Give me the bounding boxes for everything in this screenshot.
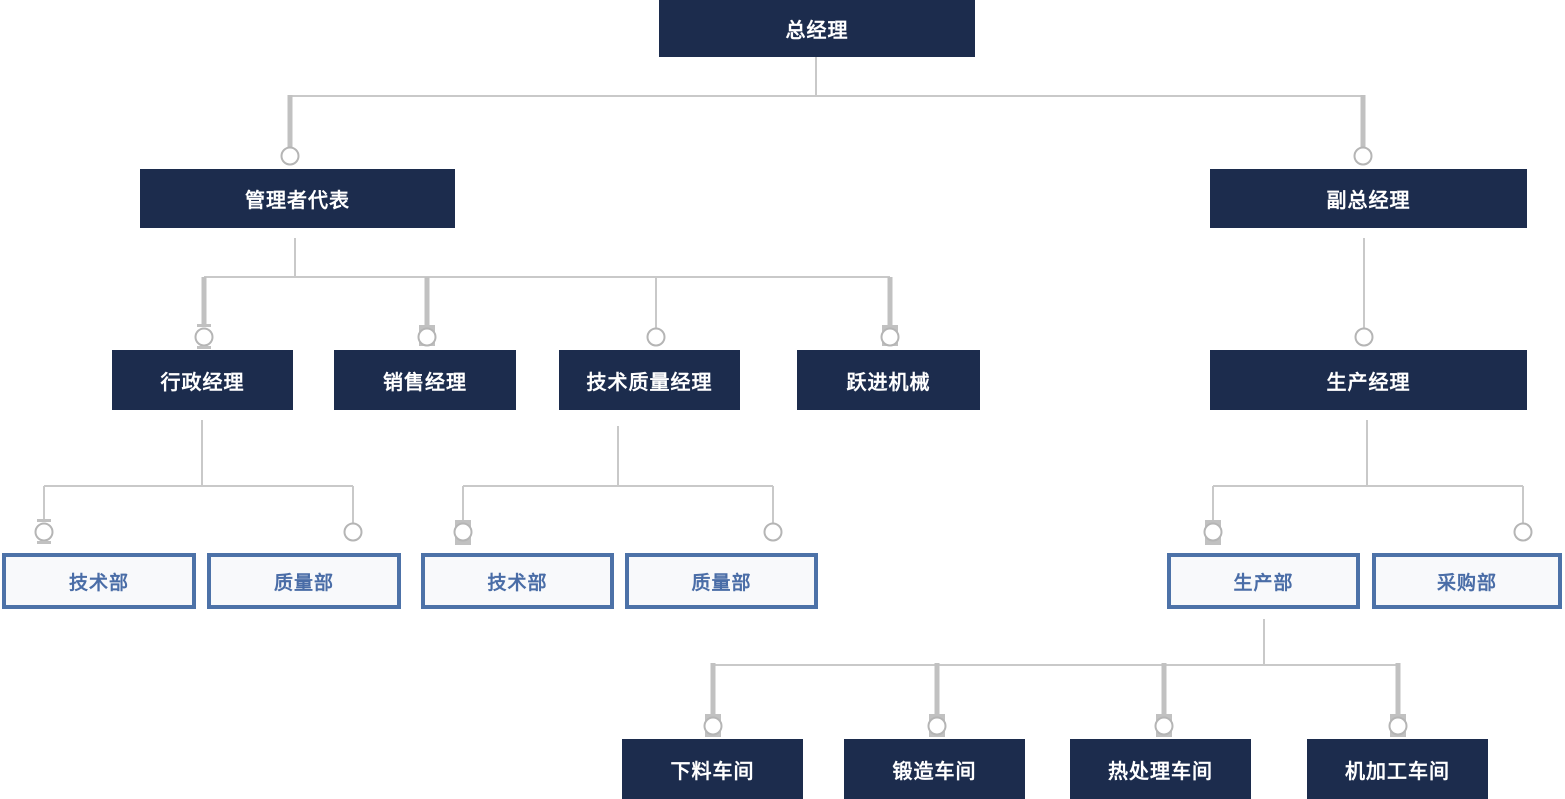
org-node-management-rep[interactable]: 管理者代表 [140,169,455,228]
org-node-quality-dept-admin-label: 质量部 [273,572,334,594]
connector-ceo-to-level2 [280,57,1373,166]
org-node-production-manager[interactable]: 生产经理 [1210,350,1527,410]
connector-tech-quality-manager-to-departments [453,426,783,545]
org-node-machining-workshop-label: 机加工车间 [1345,760,1450,783]
org-node-purchasing-dept[interactable]: 采购部 [1372,553,1562,609]
org-node-tech-dept-admin-label: 技术部 [68,572,129,594]
org-node-tech-quality-manager-label: 技术质量经理 [586,371,713,394]
org-node-deputy-gm[interactable]: 副总经理 [1210,169,1527,228]
org-node-tech-dept-tq-label: 技术部 [487,572,548,594]
org-node-management-rep-label: 管理者代表 [245,190,350,212]
org-node-tech-quality-manager[interactable]: 技术质量经理 [559,350,740,410]
connector-management-rep-to-children [194,238,900,349]
org-node-tech-dept-tq[interactable]: 技术部 [421,553,614,609]
org-node-cutting-workshop-label: 下料车间 [670,760,755,783]
connector-production-manager-to-departments [1203,420,1533,545]
org-node-sales-manager-label: 销售经理 [383,371,467,394]
org-node-ceo-label: 总经理 [785,20,849,42]
org-node-yuejin-machinery[interactable]: 跃进机械 [797,350,980,410]
org-node-production-manager-label: 生产经理 [1326,371,1411,394]
connector-production-dept-to-workshops [703,619,1408,737]
org-node-quality-dept-tq[interactable]: 质量部 [625,553,818,609]
org-node-sales-manager[interactable]: 销售经理 [334,350,516,410]
org-node-production-dept-label: 生产部 [1233,572,1294,594]
org-node-ceo[interactable]: 总经理 [659,0,975,57]
org-node-deputy-gm-label: 副总经理 [1326,190,1411,212]
org-node-purchasing-dept-label: 采购部 [1436,572,1497,594]
org-node-heat-treatment-workshop-label: 热处理车间 [1108,760,1213,783]
org-node-forging-workshop[interactable]: 锻造车间 [844,739,1025,799]
connector-admin-manager-to-departments [34,420,363,544]
connector-deputy-gm-to-production-manager [1354,238,1374,347]
org-node-admin-manager[interactable]: 行政经理 [112,350,293,410]
org-node-machining-workshop[interactable]: 机加工车间 [1307,739,1488,799]
org-node-production-dept[interactable]: 生产部 [1167,553,1360,609]
org-node-quality-dept-admin[interactable]: 质量部 [207,553,401,609]
org-node-heat-treatment-workshop[interactable]: 热处理车间 [1070,739,1251,799]
org-node-quality-dept-tq-label: 质量部 [691,572,752,594]
org-node-admin-manager-label: 行政经理 [160,371,245,394]
org-node-forging-workshop-label: 锻造车间 [892,760,977,783]
org-node-tech-dept-admin[interactable]: 技术部 [2,553,196,609]
org-node-yuejin-machinery-label: 跃进机械 [846,371,931,394]
org-node-cutting-workshop[interactable]: 下料车间 [622,739,803,799]
